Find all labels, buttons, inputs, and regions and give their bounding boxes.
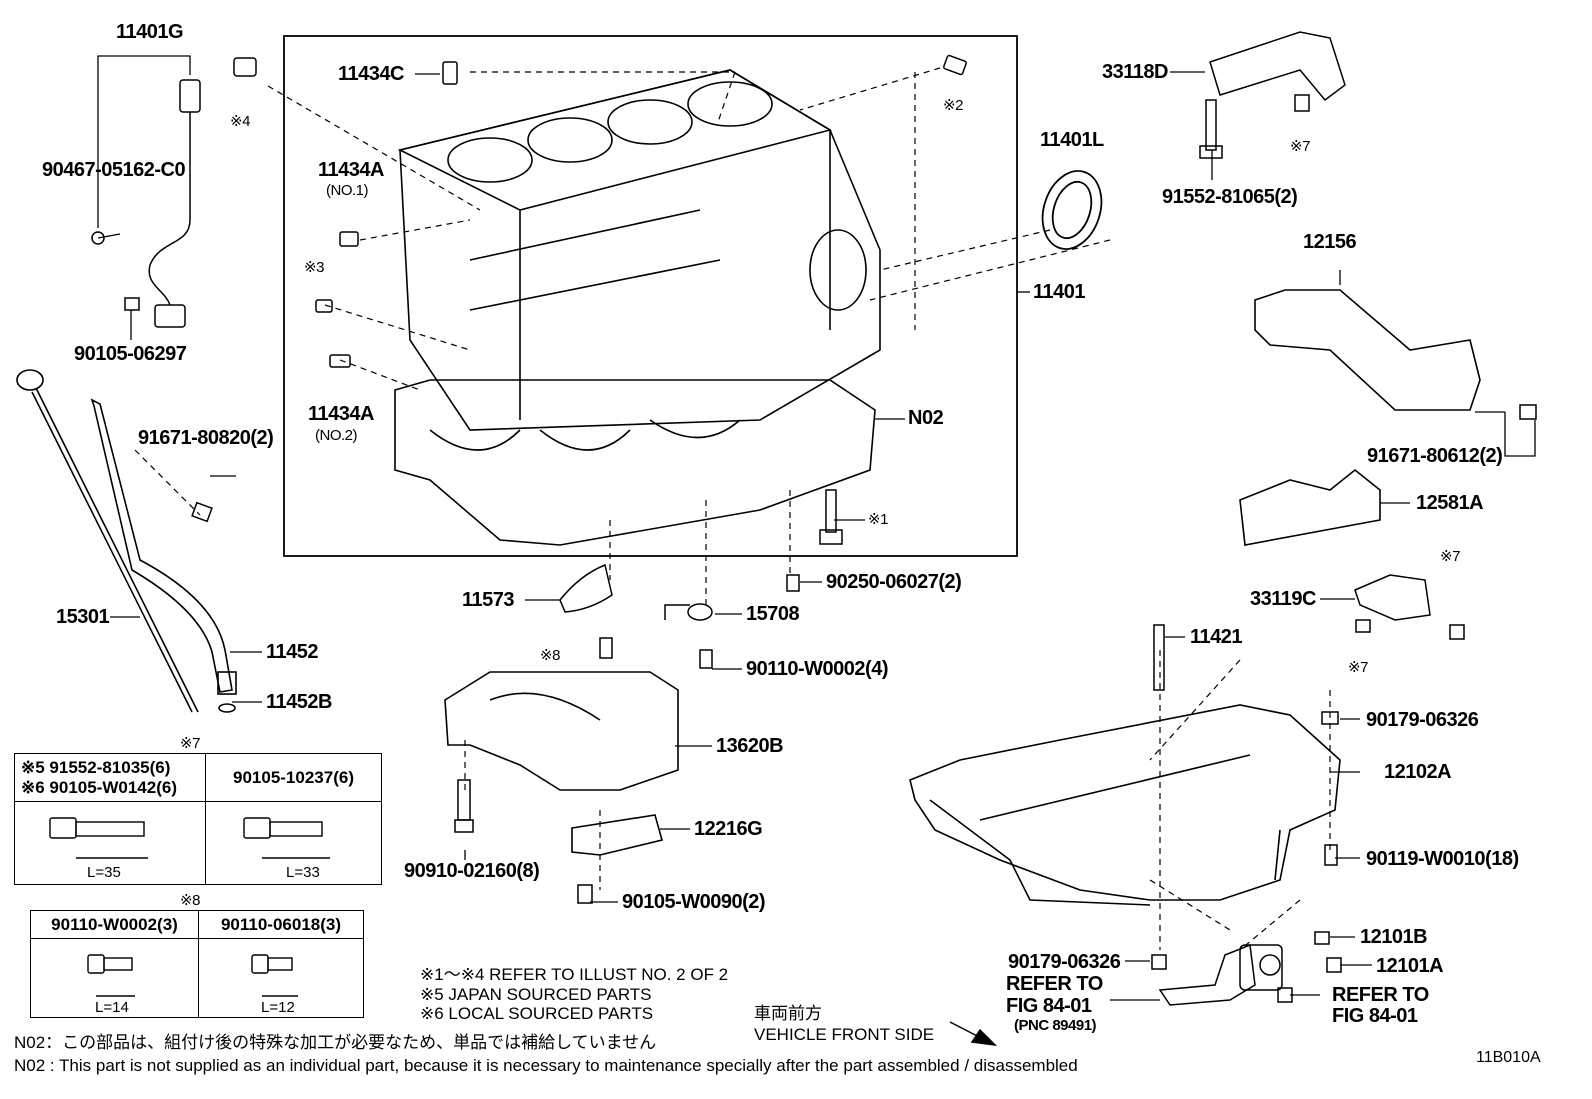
figure-code: 11B010A: [1476, 1049, 1541, 1066]
insulator-12156: [1254, 289, 1481, 411]
lower-crankcase: [394, 379, 876, 546]
sensor-11401G: [91, 79, 201, 328]
label-11434C: 11434C: [338, 63, 404, 85]
cylinder-block: [397, 69, 881, 431]
label-12216G: 12216G: [694, 818, 763, 840]
label-90105-W0090: 90105-W0090(2): [622, 891, 766, 913]
note-local-sourced: ※6 LOCAL SOURCED PARTS: [420, 1004, 654, 1023]
label-90105-06297: 90105-06297: [74, 343, 187, 365]
table8-cell1: 90110-W0002(3): [30, 910, 199, 939]
label-90179-06326-a: 90179-06326: [1366, 709, 1479, 731]
label-90250-06027: 90250-06027(2): [826, 571, 962, 593]
balance-shaft-13620B: [444, 671, 679, 791]
label-11421: 11421: [1190, 626, 1243, 648]
dipstick: [16, 369, 237, 713]
label-11401: 11401: [1033, 281, 1086, 303]
plate-12216G: [571, 814, 663, 856]
label-90467-05162-C0: 90467-05162-C0: [42, 159, 186, 181]
note-japan-sourced: ※5 JAPAN SOURCED PARTS: [420, 985, 652, 1004]
bolts: [191, 94, 1537, 1003]
label-star7-c: ※7: [1348, 659, 1368, 676]
table7-cell2: 90105-10237(6): [205, 753, 382, 802]
label-11452: 11452: [266, 641, 319, 663]
label-90110-W0002-4: 90110-W0002(4): [746, 658, 888, 680]
table7-len1: L=35: [87, 864, 121, 881]
label-star2: ※2: [943, 97, 963, 114]
label-12101A: 12101A: [1376, 955, 1444, 977]
label-33119C: 33119C: [1250, 588, 1316, 610]
table7: ※5 91552-81035(6) ※6 90105-W0142(6) 9010…: [14, 753, 382, 885]
front-arrow: [949, 1021, 998, 1047]
label-no1: (NO.1): [326, 182, 369, 199]
label-90910-02160: 90910-02160(8): [404, 860, 540, 882]
label-12156: 12156: [1303, 231, 1357, 253]
table8-len1: L=14: [95, 999, 129, 1016]
label-N02: N02: [908, 407, 944, 429]
label-91552-81065: 91552-81065(2): [1162, 186, 1298, 208]
table7-cell1-line1: ※5 91552-81035(6): [21, 757, 171, 777]
label-11401L: 11401L: [1040, 129, 1104, 151]
label-fig-84-01-1: FIG 84-01: [1006, 995, 1092, 1017]
table7-cell1-line2: ※6 90105-W0142(6): [21, 777, 177, 797]
table7-title: ※7: [180, 735, 200, 752]
label-12581A: 12581A: [1416, 492, 1484, 514]
label-star7-a: ※7: [1290, 138, 1310, 155]
label-front-en: VEHICLE FRONT SIDE: [754, 1025, 935, 1044]
label-90119-W0010: 90119-W0010(18): [1366, 848, 1519, 870]
label-90179-06326-b: 90179-06326: [1008, 951, 1121, 973]
bracket-33118D: [1209, 31, 1346, 102]
table8-title: ※8: [180, 892, 200, 909]
plugs: [233, 54, 967, 368]
oil-pan-12102A: [909, 704, 1341, 906]
label-91671-80612: 91671-80612(2): [1367, 445, 1503, 467]
label-11434A-no2: 11434A: [308, 403, 374, 425]
insulator-12581A: [1239, 468, 1381, 546]
label-15301: 15301: [56, 606, 110, 628]
oil-seal: [1041, 170, 1103, 250]
label-star1: ※1: [868, 511, 888, 528]
label-front-jp: 車両前方: [754, 1004, 822, 1023]
table8: 90110-W0002(3) 90110-06018(3) L=14 L=12: [30, 910, 364, 1018]
label-91671-80820: 91671-80820(2): [138, 427, 274, 449]
label-star4: ※4: [230, 113, 250, 130]
leaders: [97, 55, 1536, 1001]
dashed-leaders: [134, 67, 1331, 951]
note-n02-japanese: N02：この部品は、組付け後の特殊な加工が必要なため、単品では補給していません: [14, 1033, 657, 1052]
note-n02-english: N02 : This part is not supplied as an in…: [14, 1056, 1078, 1075]
label-refer-to-2: REFER TO: [1332, 984, 1429, 1006]
label-11434A-no1: 11434A: [318, 159, 384, 181]
table7-len2: L=33: [286, 864, 320, 881]
label-13620B: 13620B: [716, 735, 784, 757]
label-pnc: (PNC 89491): [1014, 1017, 1097, 1034]
note-illust-ref: ※1～※4 REFER TO ILLUST NO. 2 OF 2: [420, 965, 729, 984]
oil-pan-bracket: [1158, 943, 1283, 1006]
label-11452B: 11452B: [266, 691, 332, 713]
label-12102A: 12102A: [1384, 761, 1452, 783]
label-star3: ※3: [304, 259, 324, 276]
label-12101B: 12101B: [1360, 926, 1428, 948]
block-group-frame: [283, 35, 1018, 557]
label-11401G: 11401G: [116, 21, 184, 43]
table8-cell2: 90110-06018(3): [198, 910, 364, 939]
label-no2: (NO.2): [315, 427, 358, 444]
oil-jet-15708: [664, 603, 713, 621]
label-fig-84-01-2: FIG 84-01: [1332, 1005, 1418, 1027]
bracket-33119C: [1354, 574, 1431, 621]
table8-len2: L=12: [261, 999, 295, 1016]
label-15708: 15708: [746, 603, 800, 625]
label-11573: 11573: [462, 589, 515, 611]
baffle-11573: [559, 563, 613, 613]
label-star8: ※8: [540, 647, 560, 664]
label-star7-b: ※7: [1440, 548, 1460, 565]
label-refer-to-1: REFER TO: [1006, 973, 1103, 995]
label-33118D: 33118D: [1102, 61, 1168, 83]
